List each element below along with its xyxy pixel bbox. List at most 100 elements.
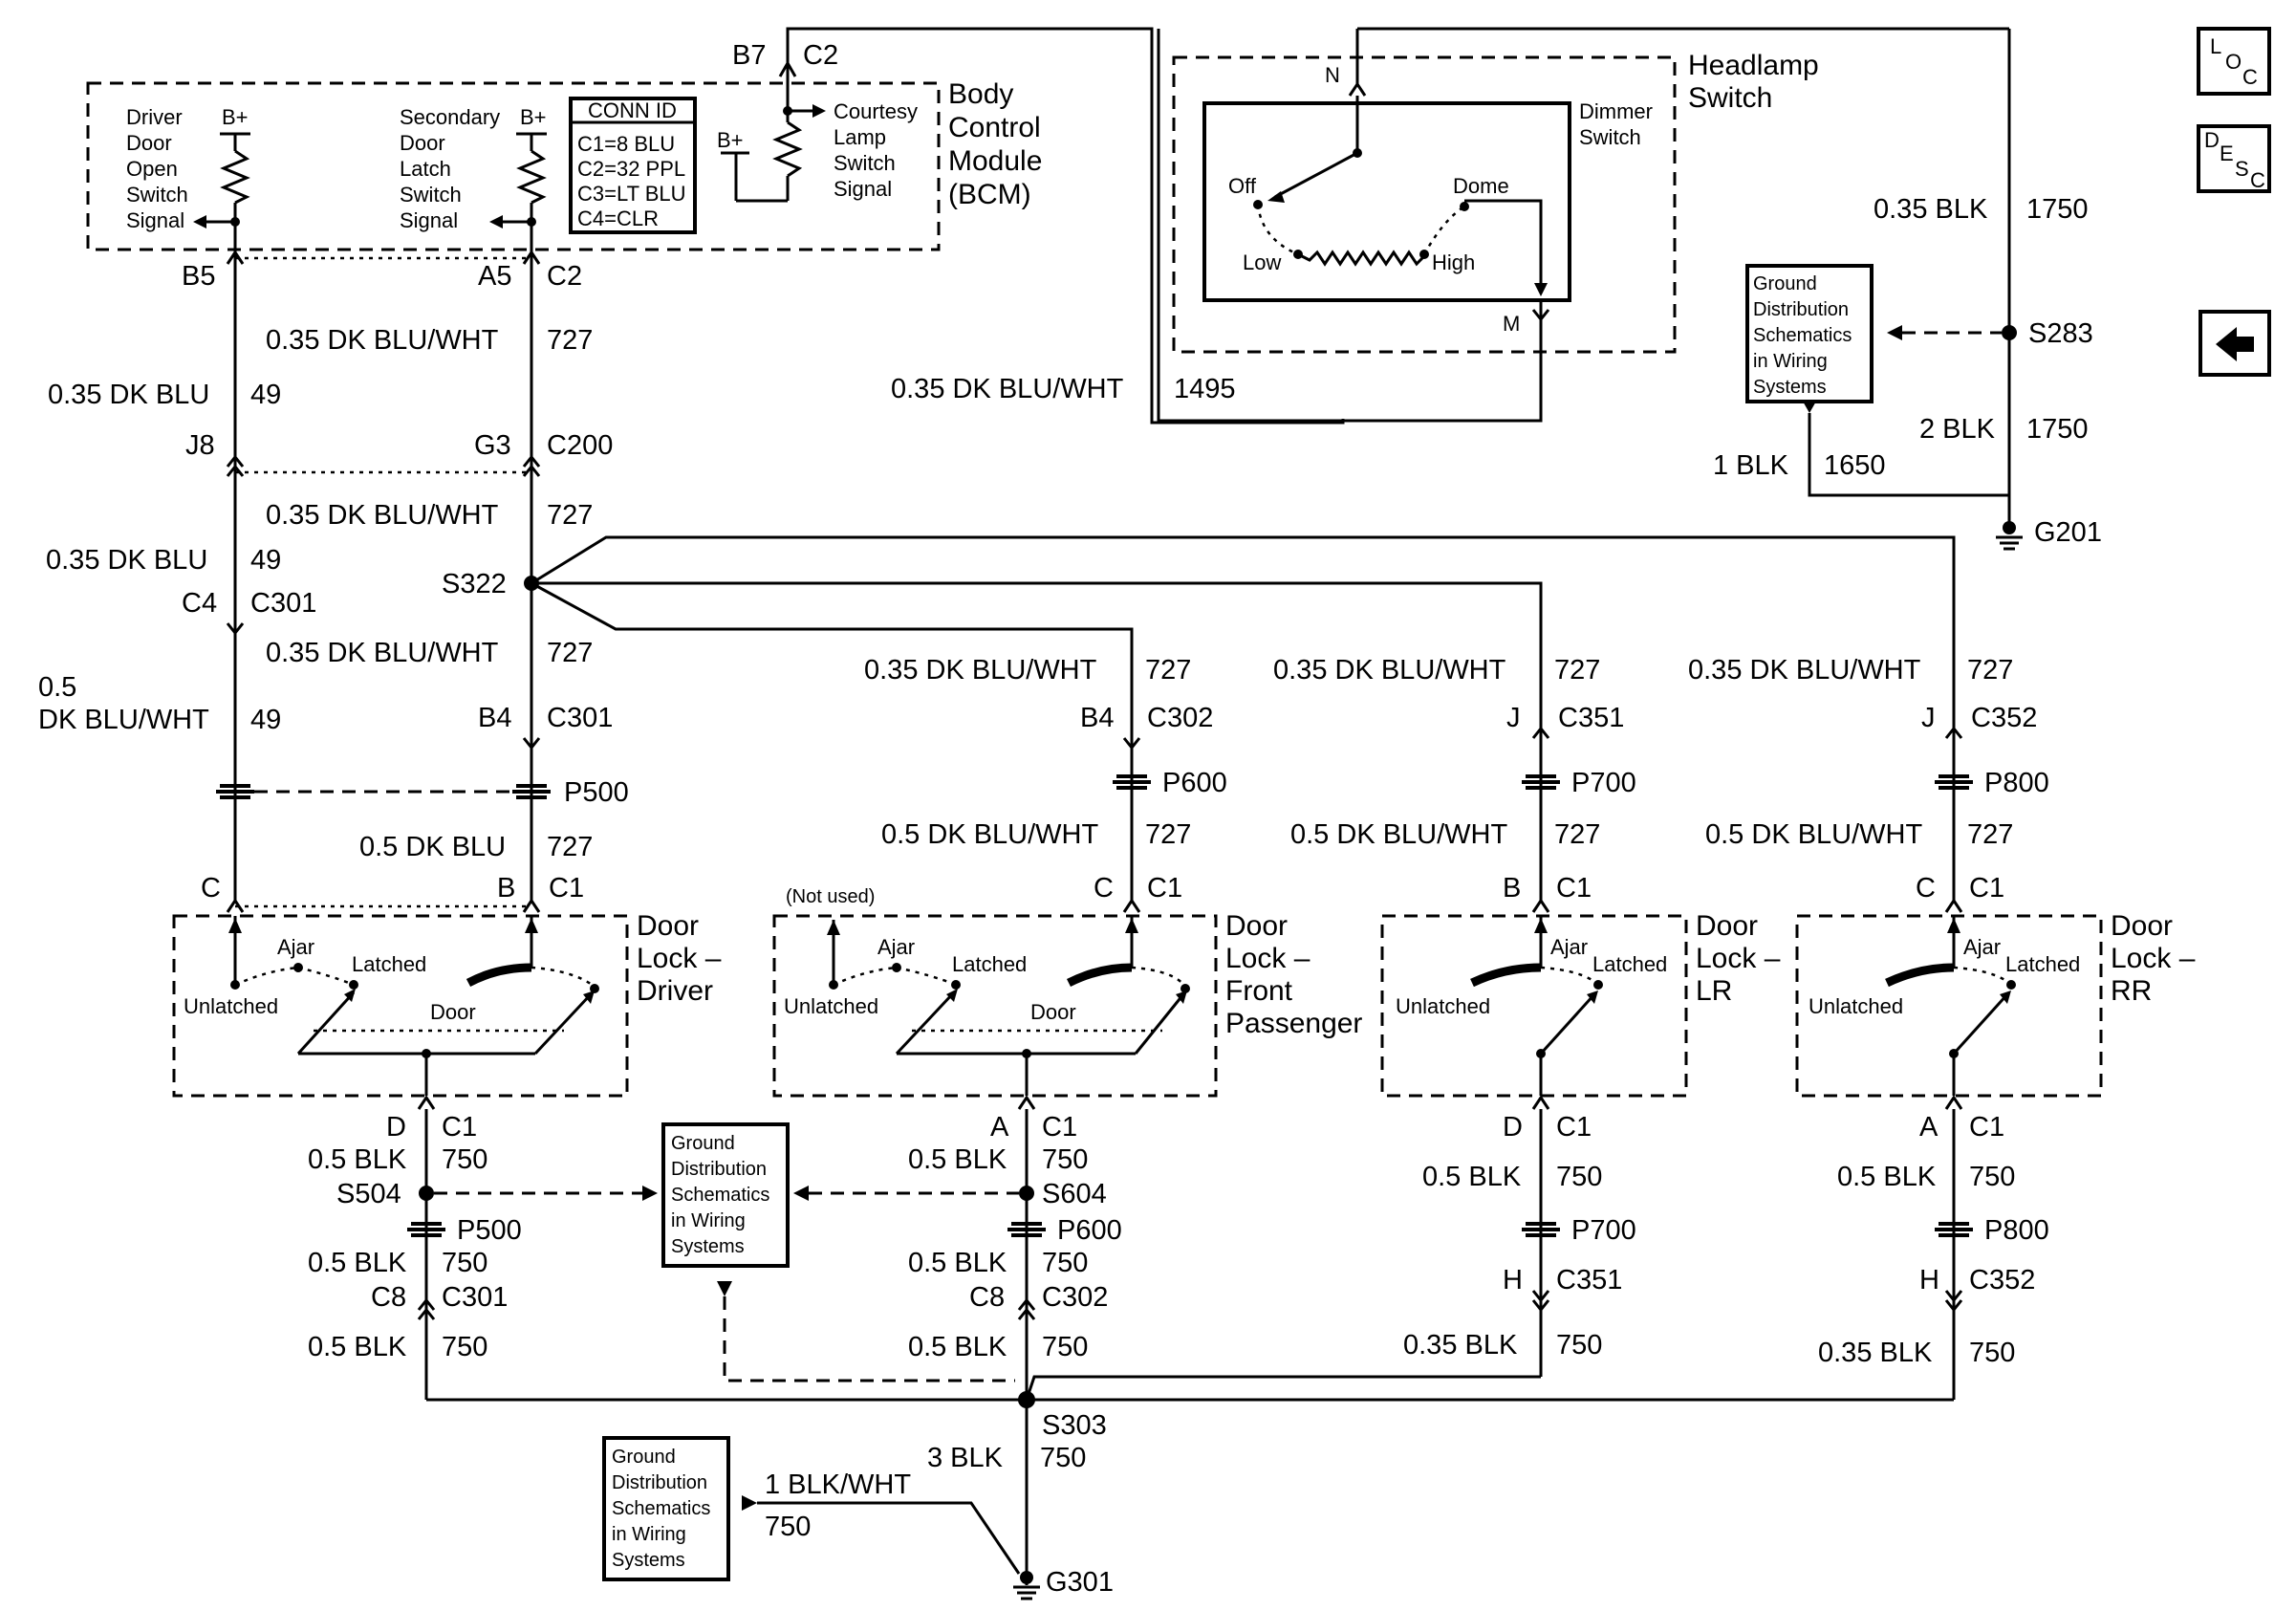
circuit-750r1: 750 xyxy=(1969,1162,2015,1192)
fp-door-label: Door xyxy=(1030,1000,1076,1024)
drv-unlatched-label: Unlatched xyxy=(184,994,278,1018)
door-lock-driver: Ajar Latched Unlatched Door Door Lock – … xyxy=(172,910,729,1098)
wire-label-750d1: 0.5 BLK xyxy=(308,1144,407,1175)
circuit-49b: 49 xyxy=(250,545,281,576)
headlamp-pin-n: N xyxy=(1325,63,1340,87)
circuit-727c: 727 xyxy=(547,638,593,668)
lr-ajar-label: Ajar xyxy=(1550,935,1588,959)
inline-p500-727 xyxy=(512,784,551,799)
svg-text:C: C xyxy=(2250,168,2265,192)
courtesy-lamp-signal-label: Courtesy Lamp Switch Signal xyxy=(834,99,923,201)
splice-s504 xyxy=(419,1186,434,1201)
door-lock-front-passenger: (Not used) Ajar Latched Unlatched Door D… xyxy=(772,886,1362,1098)
splice-s322-label: S322 xyxy=(442,569,507,599)
conn-id-box: CONN ID C1=8 BLU C2=32 PPL C3=LT BLU C4=… xyxy=(569,97,697,234)
inline-p500-750 xyxy=(407,1222,445,1237)
pin-lr-c1: C1 xyxy=(1556,873,1592,903)
wire-label-750bw: 1 BLK/WHT xyxy=(765,1469,911,1500)
pin-p800-b: P800 xyxy=(1984,1215,2049,1246)
wire-label-727c: 0.35 DK BLU/WHT xyxy=(266,638,499,668)
svg-text:S: S xyxy=(2235,157,2249,181)
pin-j8: J8 xyxy=(185,430,215,461)
headlamp-switch-outline xyxy=(1172,55,1677,354)
svg-text:D: D xyxy=(2204,128,2220,152)
pin-drv-d: D xyxy=(386,1112,406,1143)
wire-label-750f2: 0.5 BLK xyxy=(908,1248,1007,1278)
wire-727-lr xyxy=(531,581,1543,901)
pin-c8b: C8 xyxy=(969,1282,1005,1313)
svg-text:Ground Distribution: Ground Distribution Schematics in Wiring… xyxy=(1753,273,1857,398)
secondary-pullup-resistor xyxy=(489,132,547,229)
circuit-727fp: 727 xyxy=(1145,655,1191,686)
pin-c351: C351 xyxy=(1558,703,1624,733)
lr-unlatched-label: Unlatched xyxy=(1396,994,1490,1018)
headlamp-switch-title: Headlamp Switch xyxy=(1688,50,1827,114)
ground-ref-g301: Ground Distribution Schematics in Wiring… xyxy=(602,1436,730,1581)
rr-ajar-label: Ajar xyxy=(1963,935,2001,959)
wire-label-727b: 0.35 DK BLU/WHT xyxy=(266,500,499,531)
dimmer-switch-box xyxy=(1202,101,1571,302)
svg-text:O: O xyxy=(2225,50,2242,74)
pin-c200: C200 xyxy=(547,430,613,461)
bcm-bplus-driver: B+ xyxy=(222,105,249,129)
circuit-727rr: 727 xyxy=(1967,655,2013,686)
wire-label-750l2: 0.35 BLK xyxy=(1403,1330,1518,1361)
conn-c4: C4=CLR xyxy=(577,207,659,230)
conn-id-title: CONN ID xyxy=(588,98,677,122)
conn-c2: C2=32 PPL xyxy=(577,157,685,181)
wire-750-blkwht xyxy=(757,1501,1021,1575)
circuit-750l2: 750 xyxy=(1556,1330,1602,1361)
dimmer-low-label: Low xyxy=(1243,250,1281,274)
wire-1650 xyxy=(1808,413,2011,528)
pin-rr-c: C xyxy=(1916,873,1936,903)
pin-rr-c1: C1 xyxy=(1969,873,2004,903)
circuit-750l1: 750 xyxy=(1556,1162,1602,1192)
inline-p700 xyxy=(1522,774,1560,790)
svg-text:E: E xyxy=(2220,142,2234,165)
splice-s604-label: S604 xyxy=(1042,1179,1107,1209)
bcm-bplus-courtesy: B+ xyxy=(717,128,744,152)
door-lock-rr-title: Door Lock – RR xyxy=(2111,910,2203,1007)
fp-ajar-label: Ajar xyxy=(877,935,915,959)
dimmer-switch-label: Dimmer Switch xyxy=(1579,99,1658,149)
splice-s303 xyxy=(1018,1391,1035,1408)
wire-label-750f1: 0.5 BLK xyxy=(908,1144,1007,1175)
pin-fp-a: A xyxy=(990,1112,1009,1143)
wire-label-1750b: 2 BLK xyxy=(1919,414,1996,445)
splice-s303-label: S303 xyxy=(1042,1410,1107,1441)
fp-latched-label: Latched xyxy=(952,952,1027,976)
circuit-1650: 1650 xyxy=(1824,450,1886,481)
circuit-727b: 727 xyxy=(547,500,593,531)
pin-p700: P700 xyxy=(1571,768,1636,798)
door-lock-driver-title: Door Lock – Driver xyxy=(637,910,729,1007)
door-lock-lr: Ajar Latched Unlatched Door Lock – LR xyxy=(1380,910,1781,1098)
loc-icon[interactable]: L O C xyxy=(2197,27,2271,96)
back-arrow-icon[interactable] xyxy=(2199,310,2271,377)
desc-icon[interactable]: D E S C xyxy=(2197,124,2271,193)
wire-label-1750a: 0.35 BLK xyxy=(1874,194,1988,225)
pin-c352: C352 xyxy=(1971,703,2037,733)
circuit-1495: 1495 xyxy=(1174,374,1236,404)
pin-b4-fp: B4 xyxy=(1080,703,1114,733)
conn-c1: C1=8 BLU xyxy=(577,132,675,156)
pin-h-lr: H xyxy=(1503,1265,1523,1295)
circuit-727drv: 727 xyxy=(547,832,593,862)
circuit-49c: 49 xyxy=(250,705,281,735)
pin-c301c: C301 xyxy=(442,1282,508,1313)
splice-s504-label: S504 xyxy=(336,1179,401,1209)
pin-c8a: C8 xyxy=(371,1282,406,1313)
circuit-750f1: 750 xyxy=(1042,1144,1088,1175)
dimmer-off-label: Off xyxy=(1228,174,1257,198)
pin-drv-d-c1: C1 xyxy=(442,1112,477,1143)
ground-g201 xyxy=(1996,521,2023,551)
pin-fp-c: C xyxy=(1094,873,1114,903)
circuit-750f2: 750 xyxy=(1042,1248,1088,1278)
circuit-49a: 49 xyxy=(250,380,281,410)
pin-lr-d-c1: C1 xyxy=(1556,1112,1592,1143)
wire-750-lr-to-s303 xyxy=(1025,1375,1541,1401)
pin-a5: A5 xyxy=(478,261,511,292)
wire-label-727fp: 0.35 DK BLU/WHT xyxy=(864,655,1097,686)
pin-drv-c: C xyxy=(201,873,221,903)
pin-c352b: C352 xyxy=(1969,1265,2035,1295)
lr-latched-label: Latched xyxy=(1592,952,1667,976)
